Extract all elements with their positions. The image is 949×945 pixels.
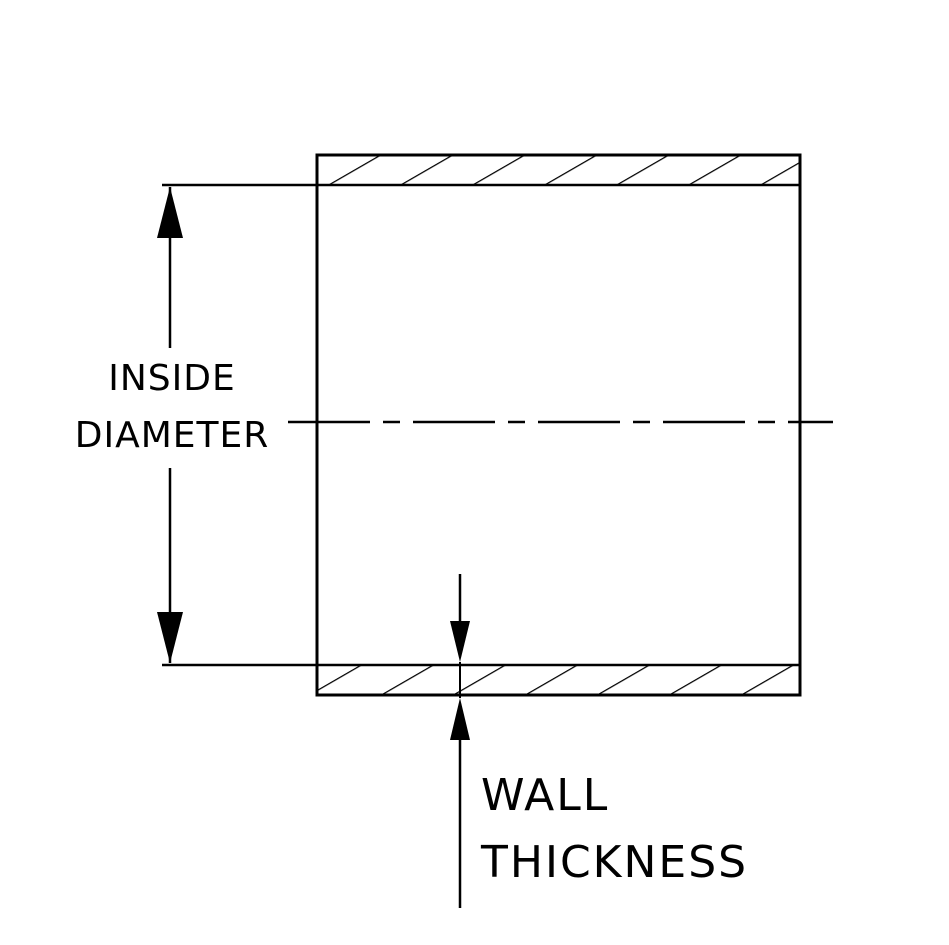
top-wall-hatch: [315, 153, 802, 187]
inside-diameter-label: INSIDE DIAMETER: [30, 350, 314, 464]
bottom-wall-hatch: [315, 663, 802, 697]
wall-thickness-arrow-down: [450, 621, 470, 662]
inside-diameter-label-line2: DIAMETER: [74, 415, 270, 456]
inside-diameter-label-line1: INSIDE: [108, 358, 236, 399]
inside-diameter-arrow-down: [157, 612, 183, 663]
wall-thickness-label-line1: WALL: [481, 770, 610, 821]
wall-thickness-arrow-up: [450, 698, 470, 740]
wall-thickness-label-line2: THICKNESS: [481, 837, 749, 888]
inside-diameter-arrow-up: [157, 187, 183, 238]
wall-thickness-label: WALL THICKNESS: [481, 762, 748, 896]
tube-outline: [315, 153, 802, 697]
